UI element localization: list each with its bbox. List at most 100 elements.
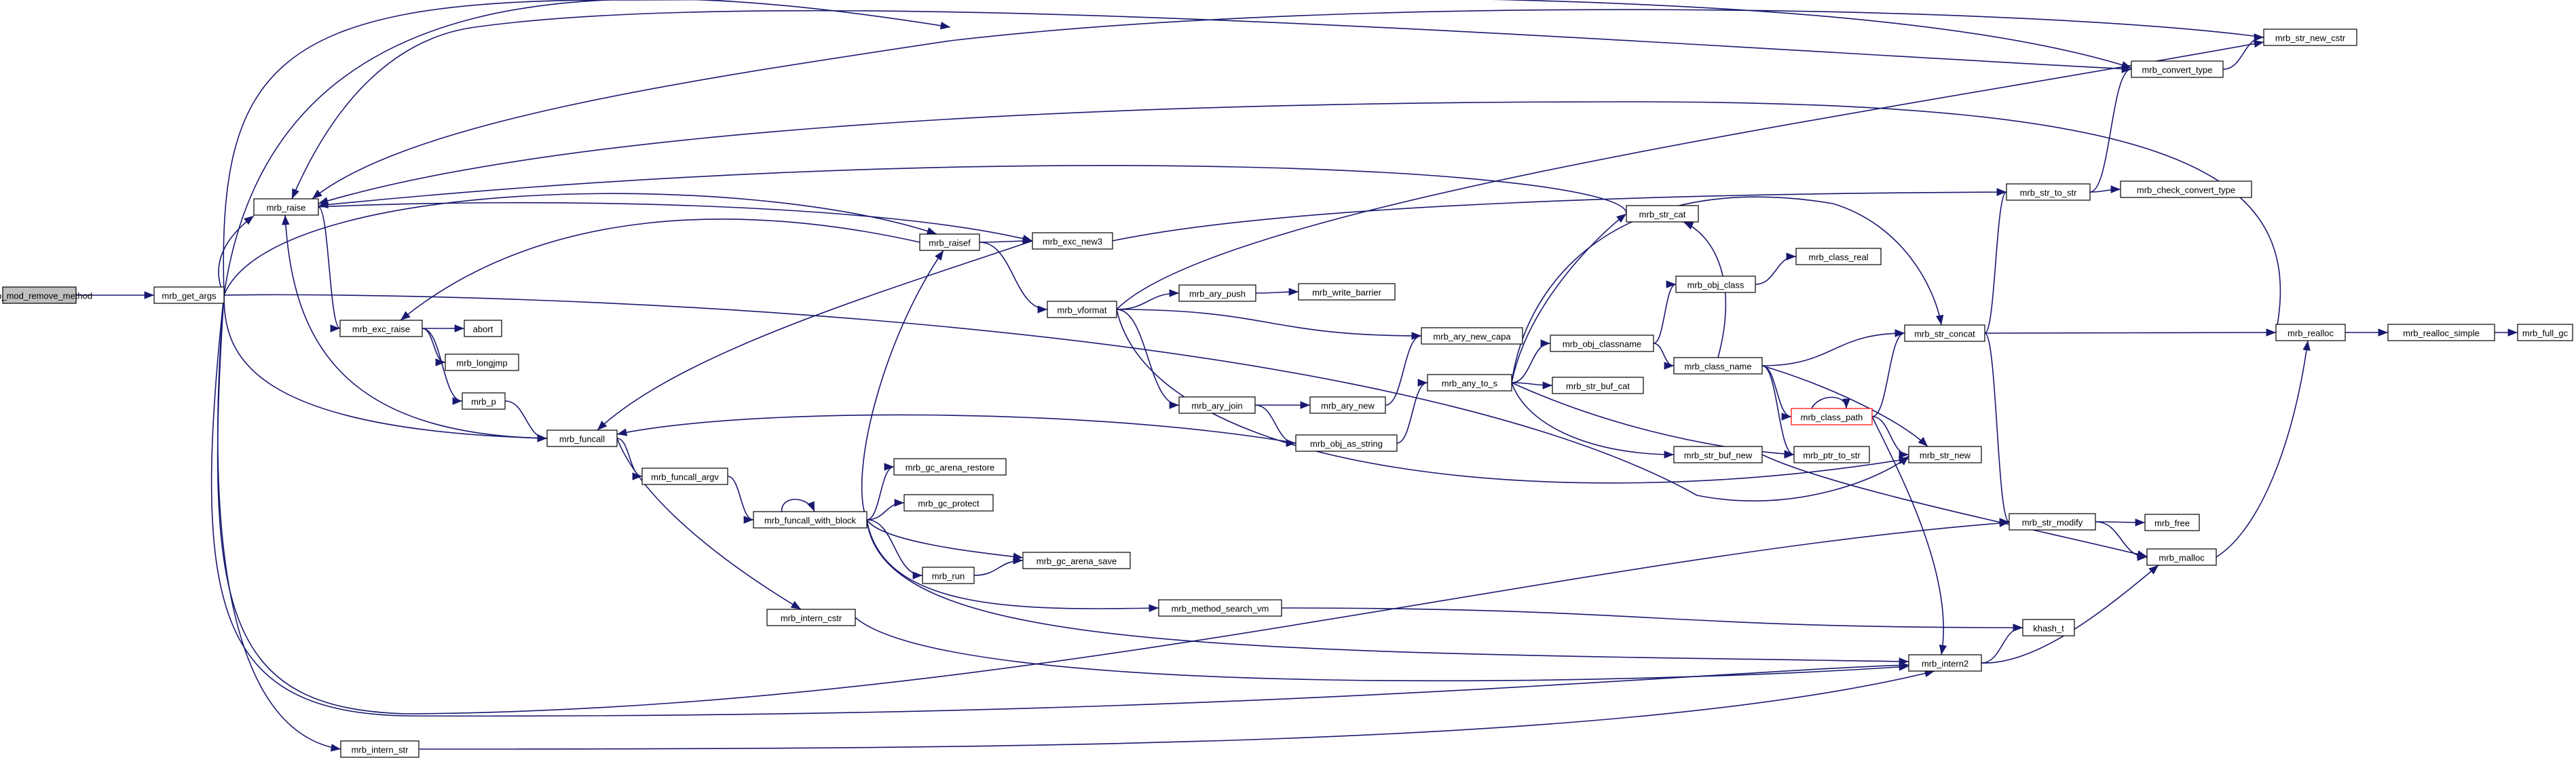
node-mrb-gc-protect[interactable]: mrb_gc_protect [903, 494, 994, 512]
node-box [922, 567, 975, 584]
node-mrb-realloc-simple[interactable]: mrb_realloc_simple [2387, 324, 2495, 341]
node-box [1550, 335, 1654, 352]
edge-mrb_funcall_with_block-to-mrb_gc_arena_save [866, 519, 1024, 560]
node-mrb-gc-arena-save[interactable]: mrb_gc_arena_save [1022, 552, 1131, 569]
edge-mrb_run-to-mrb_gc_arena_save [973, 556, 1024, 576]
node-abort[interactable]: abort [464, 320, 502, 337]
node-label: mrb_str_cat [1639, 210, 1686, 220]
node-label: mrb_ary_join [1191, 401, 1242, 411]
node-mrb-gc-arena-restore[interactable]: mrb_gc_arena_restore [893, 458, 1007, 476]
node-label: mrb_gc_protect [918, 499, 979, 509]
node-khash-t[interactable]: khash_t [2022, 619, 2075, 636]
node-mrb-ary-join[interactable]: mrb_ary_join [1178, 396, 1256, 414]
node-mrb-full-gc[interactable]: mrb_full_gc [2517, 324, 2573, 341]
node-mrb-ary-new[interactable]: mrb_ary_new [1309, 396, 1386, 414]
edge-mrb_obj_classname-to-mrb_class_name [1653, 343, 1675, 370]
node-box [1022, 552, 1131, 569]
node-mrb-mod-remove-method[interactable]: mrb_mod_remove_method [0, 286, 92, 304]
edge-mrb_get_args-to-mrb_funcall [223, 294, 548, 442]
node-mrb-funcall[interactable]: mrb_funcall [546, 430, 618, 447]
node-box [340, 740, 419, 758]
node-label: mrb_gc_arena_save [1037, 556, 1117, 567]
edge-mrb_str_buf_new-to-mrb_malloc [1761, 454, 2148, 558]
edge-mrb_class_path-to-mrb_str_concat [1871, 329, 1905, 417]
node-mrb-raise[interactable]: mrb_raise [253, 198, 319, 216]
node-label: mrb_vformat [1058, 305, 1107, 316]
node-mrb-str-concat[interactable]: mrb_str_concat [1904, 324, 1985, 342]
edge-mrb_str_modify-to-mrb_malloc [2095, 521, 2148, 561]
node-label: mrb_full_gc [2522, 328, 2569, 339]
node-mrb-str-to-str[interactable]: mrb_str_to_str [2006, 183, 2091, 201]
node-mrb-class-name[interactable]: mrb_class_name [1673, 357, 1763, 375]
edge-mrb_intern_cstr-to-mrb_intern2 [855, 617, 1909, 682]
node-mrb-ary-new-capa[interactable]: mrb_ary_new_capa [1421, 327, 1523, 345]
node-mrb-raisef[interactable]: mrb_raisef [919, 233, 980, 251]
node-mrb-intern-str[interactable]: mrb_intern_str [340, 740, 419, 758]
node-box [2131, 60, 2224, 78]
node-box [919, 233, 980, 251]
edge-mrb_convert_type-to-mrb_raise [291, 9, 2132, 199]
node-mrb-exc-new3[interactable]: mrb_exc_new3 [1032, 232, 1113, 250]
node-label: mrb_ary_new_capa [1433, 332, 1511, 342]
node-mrb-check-convert-type[interactable]: mrb_check_convert_type [2120, 180, 2252, 198]
node-label: mrb_method_search_vm [1172, 604, 1269, 614]
node-label: mrb_mod_remove_method [0, 291, 92, 301]
node-mrb-ptr-to-str[interactable]: mrb_ptr_to_str [1793, 446, 1870, 463]
edge-mrb_class_path-to-mrb_str_new [1871, 416, 1909, 459]
edge-mrb_funcall_with_block-to-mrb_method_search_vm [866, 519, 1159, 613]
node-mrb-obj-as-string[interactable]: mrb_obj_as_string [1295, 434, 1398, 452]
node-mrb-realloc[interactable]: mrb_realloc [2275, 324, 2346, 341]
node-mrb-longjmp[interactable]: mrb_longjmp [445, 354, 519, 371]
node-mrb-str-new[interactable]: mrb_str_new [1908, 446, 1982, 463]
edge-mrb_class_name-to-mrb_str_concat [1761, 329, 1905, 366]
node-mrb-obj-classname[interactable]: mrb_obj_classname [1550, 335, 1654, 352]
edge-mrb_any_to_s-to-mrb_obj_classname [1511, 339, 1551, 383]
node-label: mrb_str_concat [1914, 329, 1975, 339]
node-box [546, 430, 618, 447]
node-label: mrb_funcall_argv [651, 472, 719, 482]
node-label: mrb_convert_type [2142, 65, 2212, 75]
node-mrb-funcall-argv[interactable]: mrb_funcall_argv [641, 468, 728, 485]
node-mrb-free[interactable]: mrb_free [2144, 514, 2200, 531]
edge-mrb_method_search_vm-to-khash_t [1281, 607, 2023, 632]
node-mrb-funcall-with-block[interactable]: mrb_funcall_with_block [753, 511, 867, 529]
node-mrb-p[interactable]: mrb_p [462, 392, 506, 410]
edge-mrb_raisef-to-mrb_exc_raise [400, 218, 920, 321]
node-mrb-convert-type[interactable]: mrb_convert_type [2131, 60, 2224, 78]
node-mrb-malloc[interactable]: mrb_malloc [2146, 548, 2217, 566]
edge-mrb_obj_as_string-to-mrb_funcall [616, 414, 1296, 444]
node-mrb-str-buf-new[interactable]: mrb_str_buf_new [1673, 446, 1763, 463]
edge-mrb_str_concat-to-mrb_str_to_str [1984, 188, 2007, 334]
edge-mrb_exc_raise-to-mrb_longjmp [422, 328, 446, 366]
node-mrb-write-barrier[interactable]: mrb_write_barrier [1298, 283, 1396, 301]
node-mrb-vformat[interactable]: mrb_vformat [1047, 301, 1117, 318]
node-mrb-exc-raise[interactable]: mrb_exc_raise [339, 320, 423, 337]
node-layer: mrb_mod_remove_method mrb_get_args mrb_rai… [0, 28, 2573, 758]
node-box [753, 511, 867, 529]
node-mrb-str-modify[interactable]: mrb_str_modify [2009, 513, 2096, 531]
node-label: mrb_longjmp [456, 358, 507, 368]
node-label: mrb_realloc [2288, 328, 2334, 339]
node-mrb-intern2[interactable]: mrb_intern2 [1908, 654, 1982, 672]
node-box [1178, 284, 1256, 302]
node-mrb-class-path[interactable]: mrb_class_path [1791, 408, 1873, 425]
node-label: khash_t [2033, 624, 2064, 634]
node-mrb-intern-cstr[interactable]: mrb_intern_cstr [766, 609, 856, 626]
node-mrb-str-buf-cat[interactable]: mrb_str_buf_cat [1552, 377, 1644, 394]
node-mrb-str-new-cstr[interactable]: mrb_str_new_cstr [2263, 28, 2357, 46]
node-box [2263, 28, 2357, 46]
node-mrb-obj-class[interactable]: mrb_obj_class [1675, 275, 1756, 293]
node-mrb-method-search-vm[interactable]: mrb_method_search_vm [1158, 599, 1282, 617]
node-mrb-str-cat[interactable]: mrb_str_cat [1626, 205, 1699, 223]
node-mrb-get-args[interactable]: mrb_get_args [153, 286, 225, 304]
node-label: mrb_get_args [162, 291, 217, 301]
node-mrb-class-real[interactable]: mrb_class_real [1795, 248, 1882, 265]
node-mrb-run[interactable]: mrb_run [922, 567, 975, 584]
node-box [2006, 183, 2091, 201]
node-mrb-any-to-s[interactable]: mrb_any_to_s [1427, 374, 1512, 392]
node-label: mrb_p [471, 397, 496, 407]
node-box [2120, 180, 2252, 198]
node-box [641, 468, 728, 485]
node-box [1791, 408, 1873, 425]
node-mrb-ary-push[interactable]: mrb_ary_push [1178, 284, 1256, 302]
